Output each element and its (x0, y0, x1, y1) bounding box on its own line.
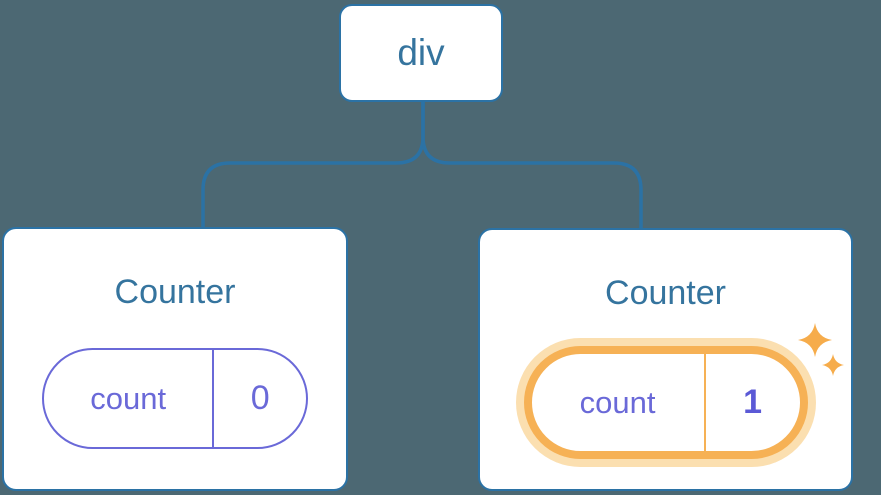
connector-right-branch (421, 101, 643, 230)
component-title: Counter (114, 273, 236, 311)
counter-card-right: Counter count 1 (478, 228, 853, 491)
root-node-div: div (339, 4, 503, 102)
state-key: count (532, 354, 706, 452)
state-pill-highlighted: count 1 (523, 346, 808, 460)
state-value: 1 (743, 383, 763, 422)
state-pill: count 0 (42, 348, 308, 450)
connector-left-branch (201, 101, 425, 229)
state-key: count (44, 350, 215, 448)
counter-card-left: Counter count 0 (2, 227, 348, 491)
root-node-label: div (397, 32, 445, 73)
component-title: Counter (605, 274, 726, 312)
state-value: 0 (250, 379, 270, 418)
